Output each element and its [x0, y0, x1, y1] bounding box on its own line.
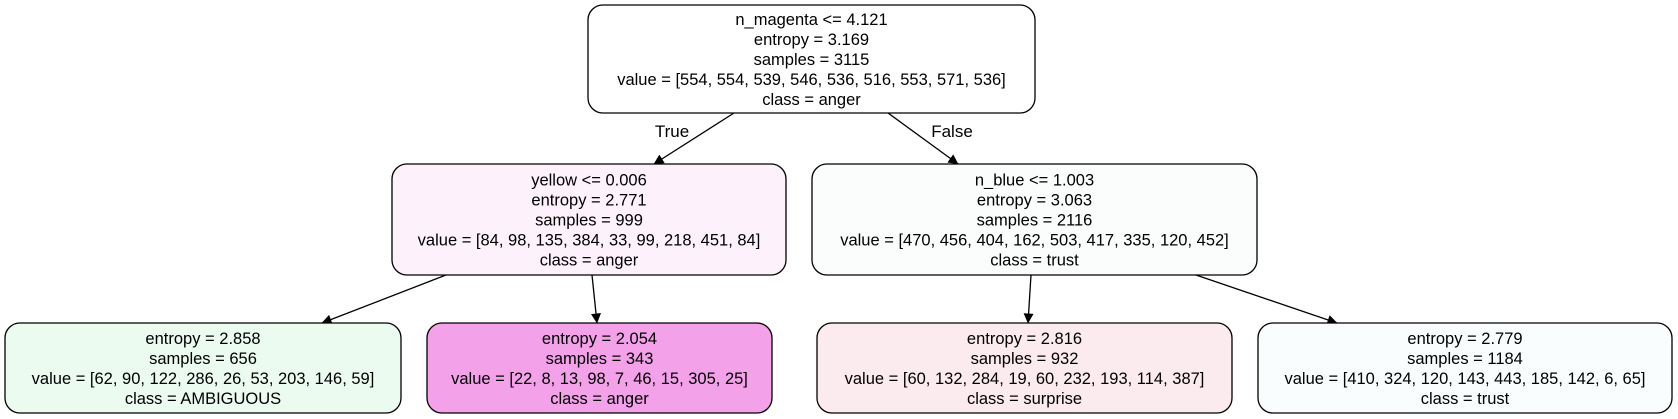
tree-node-left: yellow <= 0.006 entropy = 2.771 samples = …: [391, 163, 787, 276]
node-leaf3-line-3: class = surprise: [967, 390, 1082, 408]
node-leaf3-line-2: value = [60, 132, 284, 19, 60, 232, 193,…: [845, 370, 1205, 388]
tree-node-leaf3: entropy = 2.816 samples = 932 value = [60,…: [816, 322, 1233, 414]
node-right-line-2: samples = 2116: [977, 212, 1093, 230]
tree-node-leaf4: entropy = 2.779 samples = 1184 value = [41…: [1257, 322, 1673, 414]
node-left-line-4: class = anger: [540, 252, 639, 270]
node-right-line-1: entropy = 3.063: [977, 192, 1092, 210]
edge-root-left-arrow: [653, 112, 735, 165]
tree-node-right: n_blue <= 1.003 entropy = 3.063 samples = …: [811, 163, 1258, 276]
edges-layer: True False: [321, 112, 1338, 325]
node-box-root: [587, 4, 1036, 114]
node-box-left: [391, 163, 787, 276]
node-leaf1-line-2: value = [62, 90, 122, 286, 26, 53, 203, …: [32, 370, 375, 388]
node-root-line-3: value = [554, 554, 539, 546, 536, 516, 5…: [617, 71, 1006, 89]
node-box-right: [811, 163, 1258, 276]
node-leaf4-line-3: class = trust: [1421, 390, 1510, 408]
node-right-line-4: class = trust: [990, 252, 1079, 270]
edge-left-leaf1-arrow: [321, 274, 447, 325]
node-left-line-1: entropy = 2.771: [531, 192, 646, 210]
nodes-layer: n_magenta <= 4.121 entropy = 3.169 samples…: [4, 4, 1673, 414]
node-leaf1-line-3: class = AMBIGUOUS: [125, 390, 281, 408]
node-left-line-3: value = [84, 98, 135, 384, 33, 99, 218, …: [418, 232, 761, 250]
node-leaf4-line-0: entropy = 2.779: [1407, 330, 1522, 348]
edge-label-true: True: [655, 122, 689, 141]
node-root-line-2: samples = 3115: [754, 51, 870, 69]
edge-left-leaf2-arrow: [591, 274, 601, 324]
node-leaf4-line-1: samples = 1184: [1407, 350, 1523, 368]
node-left-line-0: yellow <= 0.006: [531, 172, 647, 190]
tree-node-leaf1: entropy = 2.858 samples = 656 value = [62,…: [4, 322, 402, 414]
edge-label-false: False: [931, 122, 973, 141]
node-leaf2-line-2: value = [22, 8, 13, 98, 7, 46, 15, 305, …: [451, 370, 748, 388]
node-root-line-0: n_magenta <= 4.121: [735, 11, 887, 29]
tree-node-leaf2: entropy = 2.054 samples = 343 value = [22,…: [426, 322, 773, 414]
node-left-line-2: samples = 999: [535, 212, 643, 230]
tree-node-root: n_magenta <= 4.121 entropy = 3.169 samples…: [587, 4, 1036, 114]
node-box-leaf4: [1257, 322, 1673, 414]
node-leaf3-line-1: samples = 932: [971, 350, 1079, 368]
edge-right-leaf4-arrow: [1195, 274, 1338, 325]
edge-root-right-arrow: [887, 112, 959, 165]
node-leaf1-line-1: samples = 656: [149, 350, 257, 368]
node-leaf4-line-2: value = [410, 324, 120, 143, 443, 185, 1…: [1284, 370, 1645, 388]
node-root-line-1: entropy = 3.169: [754, 31, 869, 49]
node-leaf1-line-0: entropy = 2.858: [145, 330, 260, 348]
node-box-leaf2: [426, 322, 773, 414]
node-right-line-0: n_blue <= 1.003: [975, 172, 1094, 190]
edge-right-leaf3-arrow: [1023, 274, 1034, 324]
node-leaf2-line-3: class = anger: [550, 390, 649, 408]
node-leaf3-line-0: entropy = 2.816: [967, 330, 1082, 348]
node-box-leaf1: [4, 322, 402, 414]
node-right-line-3: value = [470, 456, 404, 162, 503, 417, 3…: [840, 232, 1229, 250]
node-box-leaf3: [816, 322, 1233, 414]
node-leaf2-line-1: samples = 343: [546, 350, 654, 368]
node-root-line-4: class = anger: [762, 91, 861, 109]
node-leaf2-line-0: entropy = 2.054: [542, 330, 657, 348]
